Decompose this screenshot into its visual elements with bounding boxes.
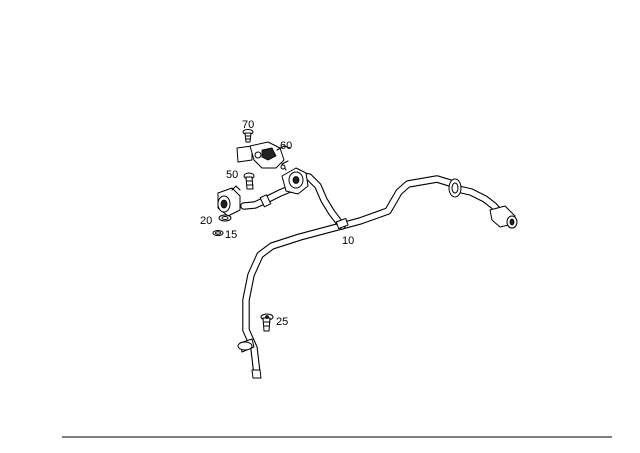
callout-10: 10 <box>342 235 354 247</box>
valve-body <box>281 160 309 195</box>
hose-line-part-10 <box>237 172 518 379</box>
bolt-part-50 <box>243 172 255 190</box>
callout-60: 60 <box>280 140 292 152</box>
o-ring-part-15 <box>212 230 224 236</box>
callout-25: 25 <box>276 316 288 328</box>
hose-to-connector <box>240 184 296 210</box>
sensor-part-60 <box>236 141 291 170</box>
callout-70: 70 <box>242 119 254 131</box>
callout-15: 15 <box>225 229 237 241</box>
seal-ring-part-20 <box>218 214 232 222</box>
bolt-part-70 <box>242 129 254 143</box>
callout-20: 20 <box>200 215 212 227</box>
bolt-part-25 <box>260 313 274 332</box>
callout-50: 50 <box>226 169 238 181</box>
quick-connector <box>217 185 241 217</box>
